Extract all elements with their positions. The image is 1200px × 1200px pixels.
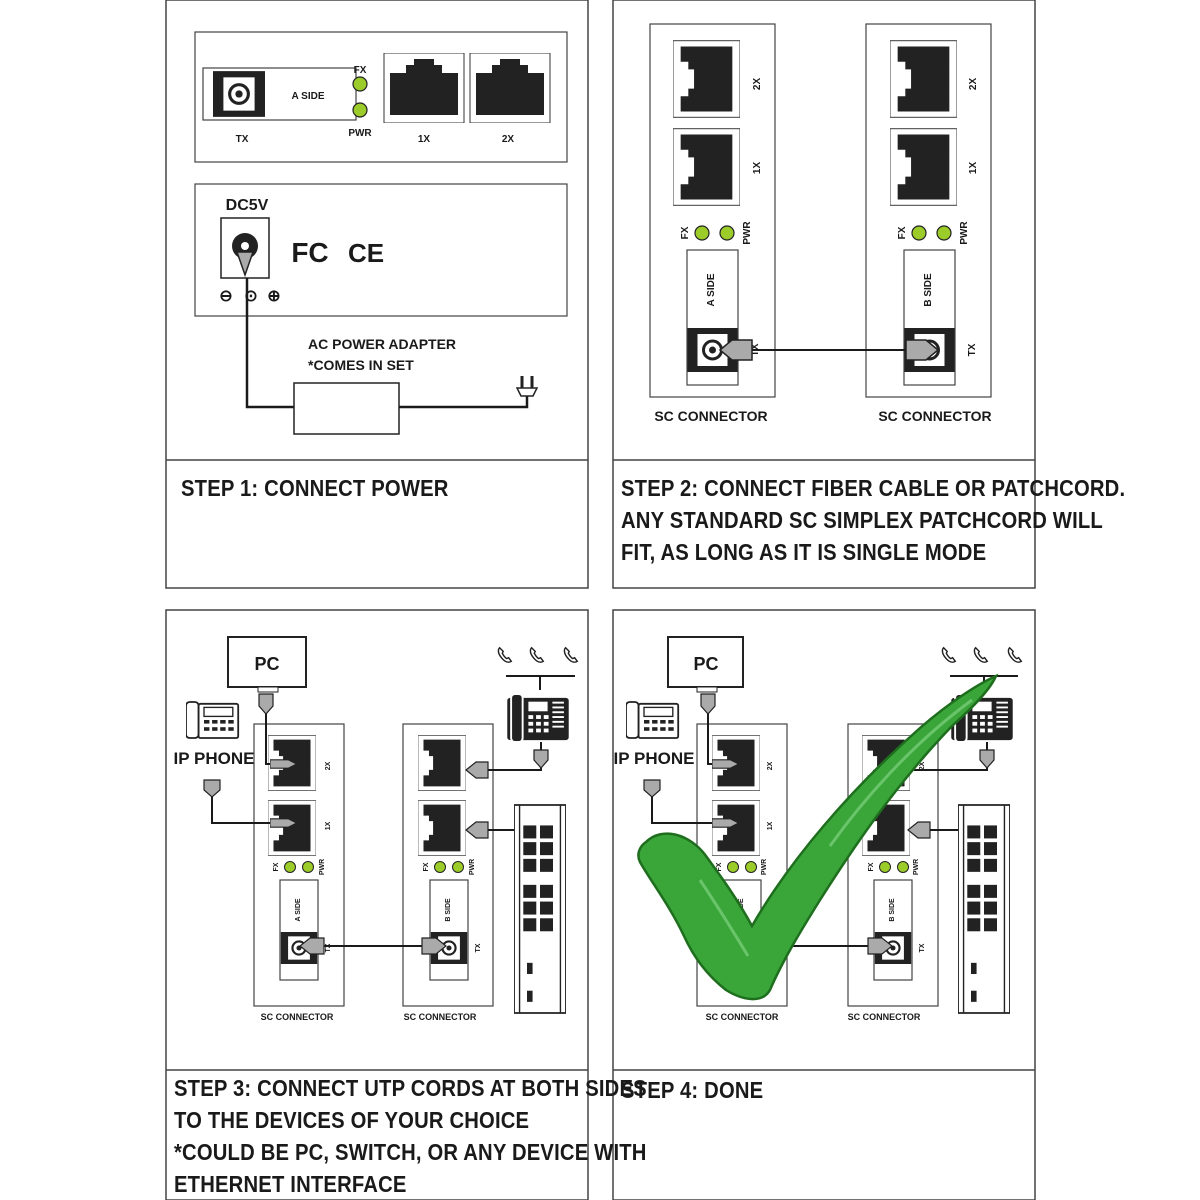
step2-caption: STEP 2: CONNECT FIBER CABLE OR PATCHCORD…: [621, 472, 1125, 568]
step2-a-fx-label: FX: [680, 226, 691, 239]
step3-ip-phone-icon: [186, 701, 240, 739]
step3-b-fx-label: FX: [423, 862, 430, 871]
step2-caption-line-3: FIT, AS LONG AS IT IS SINGLE MODE: [621, 539, 987, 565]
step3-a-port1-label: 1X: [325, 821, 332, 830]
step4-pc-label: PC: [693, 654, 718, 674]
step3-desk-phone-icon: [506, 694, 570, 742]
step3-ipphone-label: IP PHONE: [174, 749, 255, 768]
step3-a-port2-label: 2X: [325, 761, 332, 770]
svg-text:⊖: ⊖: [219, 288, 232, 305]
adapter-label-1: AC POWER ADAPTER: [308, 336, 456, 352]
step2-b-sc-label: SC CONNECTOR: [878, 408, 991, 424]
step2-b-side-label: B SIDE: [923, 273, 934, 307]
step4-ipphone-label: IP PHONE: [614, 749, 695, 768]
step2-caption-line-1: STEP 2: CONNECT FIBER CABLE OR PATCHCORD…: [621, 475, 1126, 501]
step4-a-pwr-label: PWR: [761, 859, 768, 875]
step1-port-2x: [469, 53, 551, 123]
step3-b-sc-label: SC CONNECTOR: [404, 1012, 477, 1022]
step1-pwr-led: [352, 102, 368, 118]
step2-b-tx-label: TX: [967, 343, 978, 356]
step3-panel: PC IP PHONE 2X 1X FX PWR A SIDE TX 2X 1X…: [165, 609, 589, 1200]
ac-adapter: [293, 382, 400, 435]
step4-b-tx-label: TX: [919, 943, 926, 952]
step4-caption: STEP 4: DONE: [621, 1074, 763, 1106]
step4-caption-line: STEP 4: DONE: [621, 1077, 764, 1103]
step1-port-1x: [383, 53, 465, 123]
step4-panel: PC IP PHONE 2X 1X FX PWR A SIDE 2X 1X FX…: [612, 609, 1036, 1200]
step1-panel: A SIDE TX FX PWR 1X 2X DC5V ⊖ ⊙ ⊕ FC CE …: [165, 0, 589, 589]
step1-port2-label: 2X: [502, 134, 515, 145]
step2-b-fx-label: FX: [897, 226, 908, 239]
step1-fx-led: [352, 76, 368, 92]
step1-tx-label: TX: [236, 134, 249, 145]
step2-a-port1-label: 1X: [752, 162, 763, 175]
dc5v-label: DC5V: [226, 197, 269, 214]
step3-caption-line-4: ETHERNET INTERFACE: [174, 1171, 407, 1197]
power-plug-icon: [515, 387, 539, 397]
step2-b-pwr-label: PWR: [959, 221, 970, 245]
step3-a-fx-label: FX: [273, 862, 280, 871]
step4-switch-icon: [958, 804, 1010, 1014]
step3-pc-monitor: [227, 636, 307, 688]
step3-a-tx-label: TX: [325, 943, 332, 952]
step3-caption-line-3: *COULD BE PC, SWITCH, OR ANY DEVICE WITH: [174, 1139, 647, 1165]
step2-caption-line-2: ANY STANDARD SC SIMPLEX PATCHCORD WILL: [621, 507, 1103, 533]
step1-caption: STEP 1: CONNECT POWER: [181, 472, 449, 504]
step4-a-sc-label: SC CONNECTOR: [706, 1012, 779, 1022]
step1-pwr-label: PWR: [348, 128, 372, 139]
svg-text:⊕: ⊕: [267, 288, 280, 305]
fcc-logo: FC: [291, 237, 328, 268]
ce-logo: CE: [348, 238, 384, 268]
step3-switch-icon: [514, 804, 566, 1014]
adapter-label-2: *COMES IN SET: [308, 357, 414, 373]
step1-caption-line: STEP 1: CONNECT POWER: [181, 475, 449, 501]
step4-a-port1-label: 1X: [767, 821, 774, 830]
step3-a-side-label: A SIDE: [295, 898, 302, 921]
step3-b-tx-label: TX: [475, 943, 482, 952]
step1-fx-label: FX: [354, 65, 367, 76]
step2-b-port2-label: 2X: [968, 78, 979, 91]
step4-a-fx-label: FX: [716, 862, 723, 871]
step3-b-side-label: B SIDE: [445, 898, 452, 922]
step4-ip-phone-icon: [626, 701, 680, 739]
step4-pc-monitor: [667, 636, 744, 688]
step3-caption: STEP 3: CONNECT UTP CORDS AT BOTH SIDES …: [174, 1072, 647, 1200]
step4-b-fx-label: FX: [868, 862, 875, 871]
step2-a-pwr-label: PWR: [742, 221, 753, 245]
step4-b-sc-label: SC CONNECTOR: [848, 1012, 921, 1022]
step2-panel: 2X 1X FX PWR A SIDE TX 2X 1X FX PWR B SI…: [612, 0, 1036, 589]
step1-side-label: A SIDE: [292, 91, 325, 102]
step3-pc-label: PC: [254, 654, 279, 674]
step2-a-port2-label: 2X: [752, 78, 763, 91]
step4-a-port2-label: 2X: [767, 761, 774, 770]
step3-a-pwr-label: PWR: [319, 859, 326, 875]
step3-a-sc-label: SC CONNECTOR: [261, 1012, 334, 1022]
step4-b-pwr-label: PWR: [913, 859, 920, 875]
step2-a-side-label: A SIDE: [706, 273, 717, 306]
step3-caption-line-1: STEP 3: CONNECT UTP CORDS AT BOTH SIDES: [174, 1075, 647, 1101]
step4-b-port2-label: 2X: [919, 761, 926, 770]
step3-b-pwr-label: PWR: [469, 859, 476, 875]
step2-b-port1-label: 1X: [968, 162, 979, 175]
step1-port1-label: 1X: [418, 134, 431, 145]
step4-b-side-label: B SIDE: [889, 898, 896, 922]
step3-caption-line-2: TO THE DEVICES OF YOUR CHOICE: [174, 1107, 530, 1133]
step2-a-sc-label: SC CONNECTOR: [654, 408, 767, 424]
